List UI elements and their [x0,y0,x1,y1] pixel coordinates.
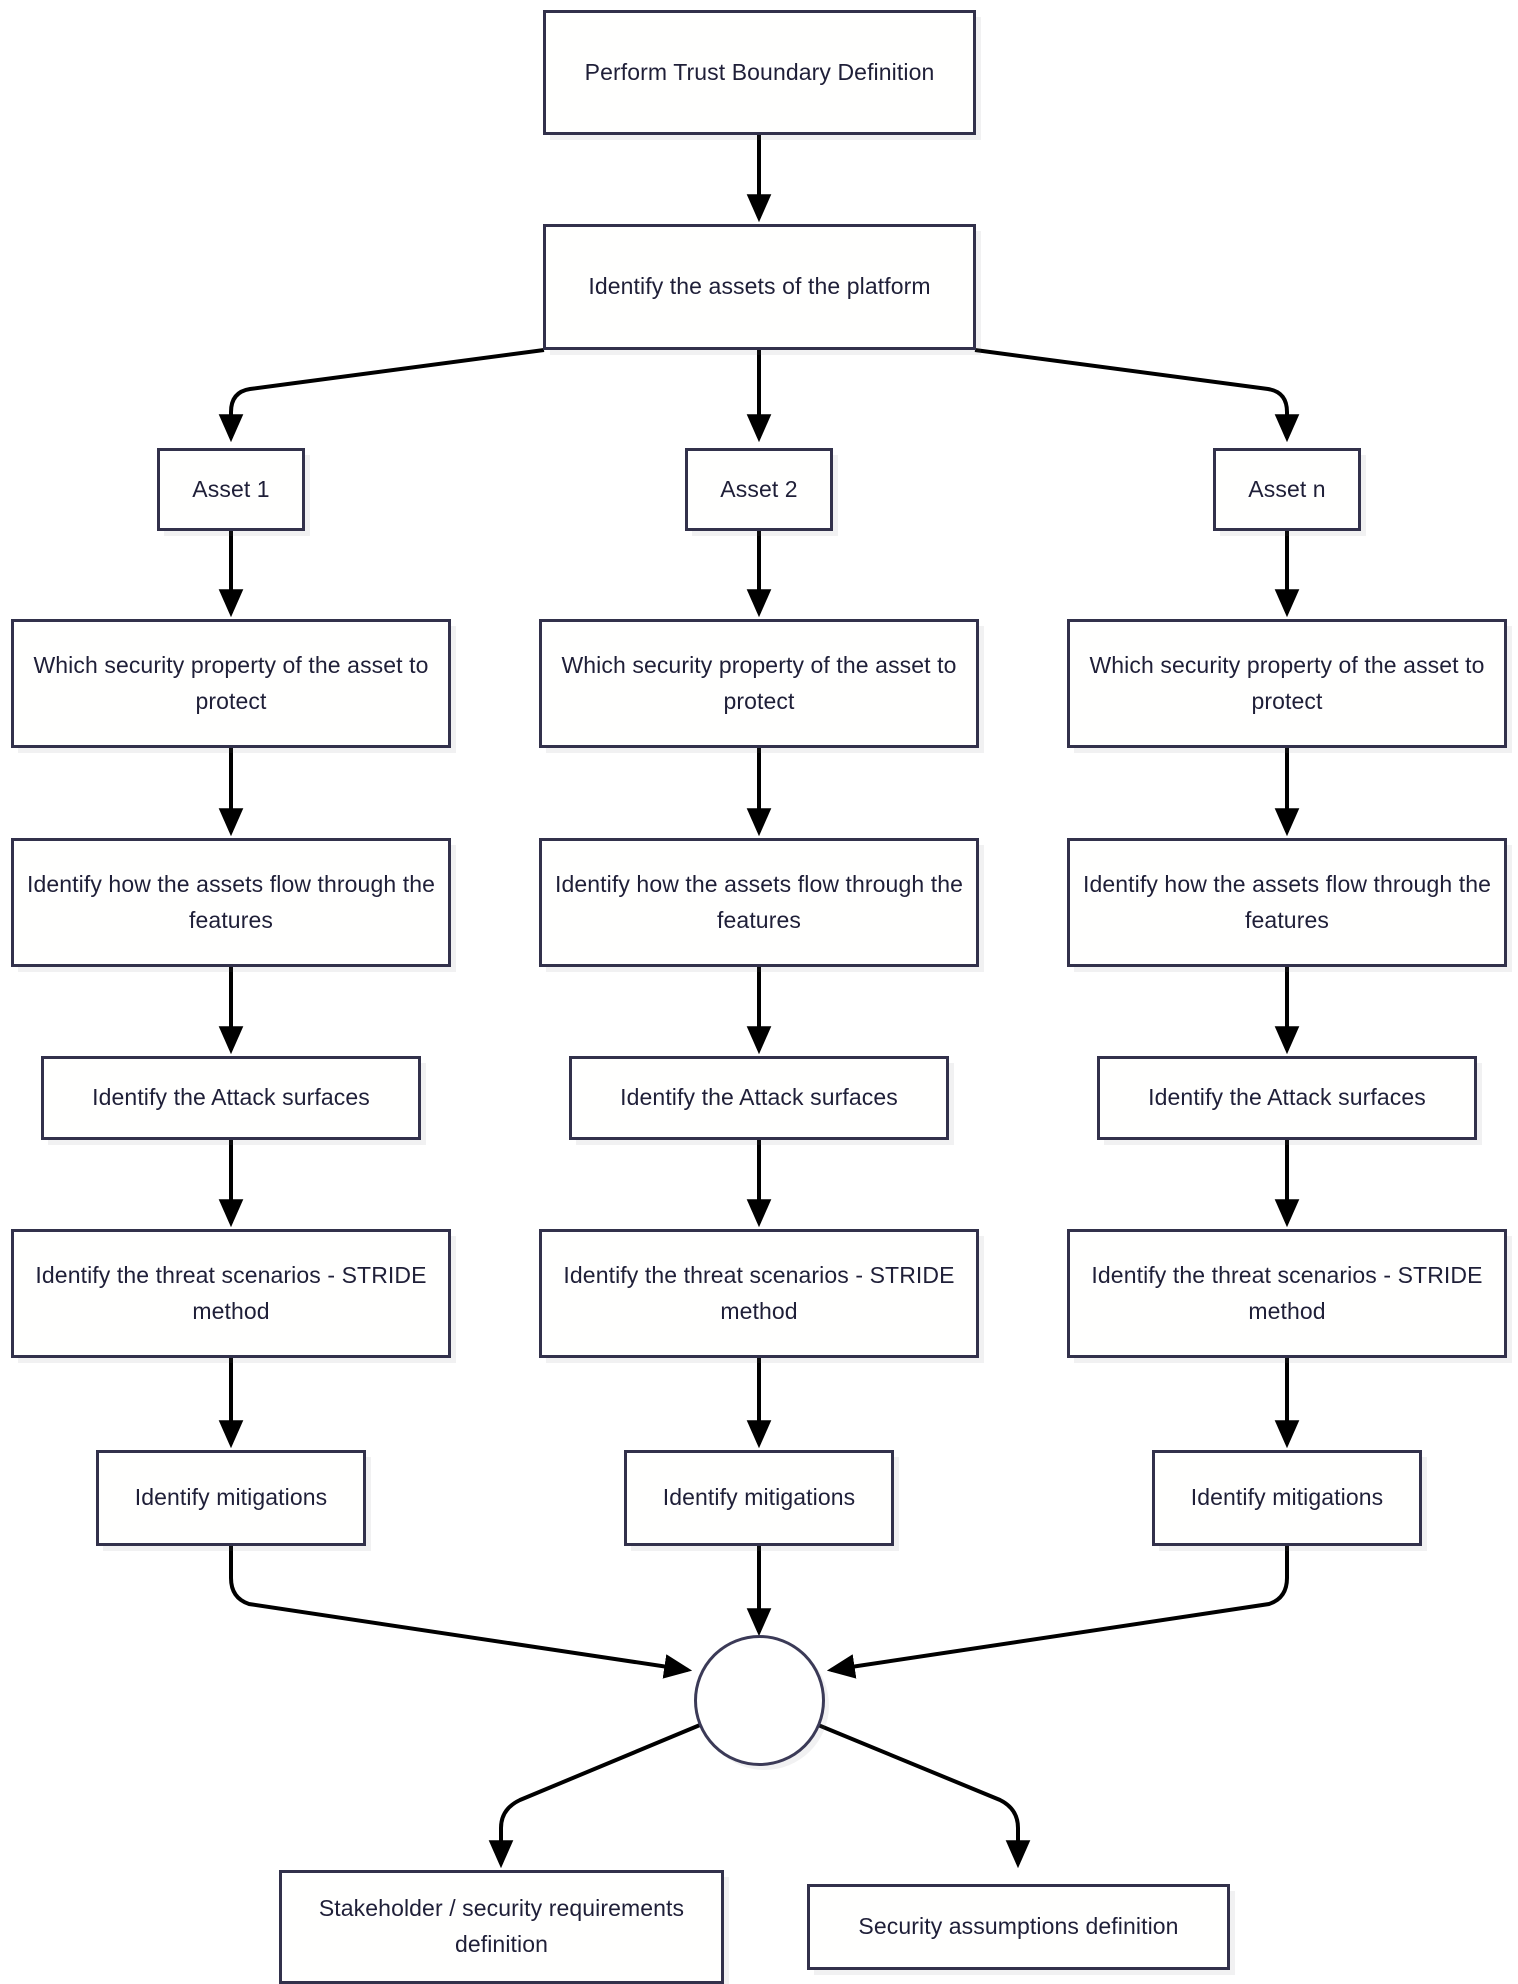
edge-identify-assets-to-asset-1 [218,348,545,443]
node-identify-mitigations-asset-2[interactable]: Identify mitigations [624,1450,894,1546]
node-label: Identify mitigations [1190,1484,1384,1511]
node-identify-assets-flow-asset-n[interactable]: Identify how the assets flow through the… [1067,838,1507,967]
node-stakeholder-security-requirements-definition[interactable]: Stakeholder / security requirements defi… [279,1870,724,1984]
edge-junction-to-assumptions [805,1718,1031,1869]
edge-identify-assets-to-asset-n [974,348,1300,443]
node-asset-1[interactable]: Asset 1 [157,448,305,531]
node-label: Asset n [1248,475,1326,502]
node-identify-attack-surfaces-asset-1[interactable]: Identify the Attack surfaces [41,1056,421,1140]
node-label: Stakeholder / security requirements defi… [318,1895,685,1957]
node-label: Identify how the assets flow through the… [554,870,964,933]
node-label: Identify the Attack surfaces [92,1084,370,1111]
junction-node[interactable] [694,1635,825,1766]
node-label: Asset 2 [720,475,798,502]
node-asset-n[interactable]: Asset n [1213,448,1361,531]
edge-junction-to-stakeholder [488,1718,713,1869]
node-label: Identify the Attack surfaces [620,1084,898,1111]
node-label: Identify the Attack surfaces [1148,1084,1426,1111]
node-which-security-property-asset-2[interactable]: Which security property of the asset to … [539,619,979,748]
node-label: Identify the assets of the platform [588,273,931,300]
node-identify-mitigations-asset-1[interactable]: Identify mitigations [96,1450,366,1546]
node-label: Identify mitigations [662,1484,856,1511]
node-label: Security assumptions definition [858,1913,1179,1940]
node-which-security-property-asset-n[interactable]: Which security property of the asset to … [1067,619,1507,748]
node-security-assumptions-definition[interactable]: Security assumptions definition [807,1884,1230,1970]
node-label: Identify the threat scenarios - STRIDE m… [35,1261,427,1324]
node-identify-assets-flow-asset-1[interactable]: Identify how the assets flow through the… [11,838,451,967]
node-identify-mitigations-asset-n[interactable]: Identify mitigations [1152,1450,1422,1546]
node-label: Identify mitigations [134,1484,328,1511]
edge-mitigations-1-to-junction [229,1546,693,1679]
node-label: Identify how the assets flow through the… [26,870,436,933]
node-perform-trust-boundary-definition[interactable]: Perform Trust Boundary Definition [543,10,976,135]
node-label: Perform Trust Boundary Definition [584,58,935,85]
node-label: Identify how the assets flow through the… [1082,870,1492,933]
node-label: Identify the threat scenarios - STRIDE m… [1091,1261,1483,1324]
node-identify-the-assets-of-the-platform[interactable]: Identify the assets of the platform [543,224,976,350]
node-identify-threat-scenarios-asset-n[interactable]: Identify the threat scenarios - STRIDE m… [1067,1229,1507,1358]
node-label: Which security property of the asset to … [33,651,429,714]
edge-mitigations-n-to-junction [826,1546,1289,1679]
node-identify-threat-scenarios-asset-2[interactable]: Identify the threat scenarios - STRIDE m… [539,1229,979,1358]
node-label: Asset 1 [192,475,270,502]
node-identify-assets-flow-asset-2[interactable]: Identify how the assets flow through the… [539,838,979,967]
node-identify-threat-scenarios-asset-1[interactable]: Identify the threat scenarios - STRIDE m… [11,1229,451,1358]
node-label: Which security property of the asset to … [561,651,957,714]
node-label: Identify the threat scenarios - STRIDE m… [563,1261,955,1324]
node-asset-2[interactable]: Asset 2 [685,448,833,531]
node-label: Which security property of the asset to … [1089,651,1485,714]
node-identify-attack-surfaces-asset-n[interactable]: Identify the Attack surfaces [1097,1056,1477,1140]
node-identify-attack-surfaces-asset-2[interactable]: Identify the Attack surfaces [569,1056,949,1140]
node-which-security-property-asset-1[interactable]: Which security property of the asset to … [11,619,451,748]
